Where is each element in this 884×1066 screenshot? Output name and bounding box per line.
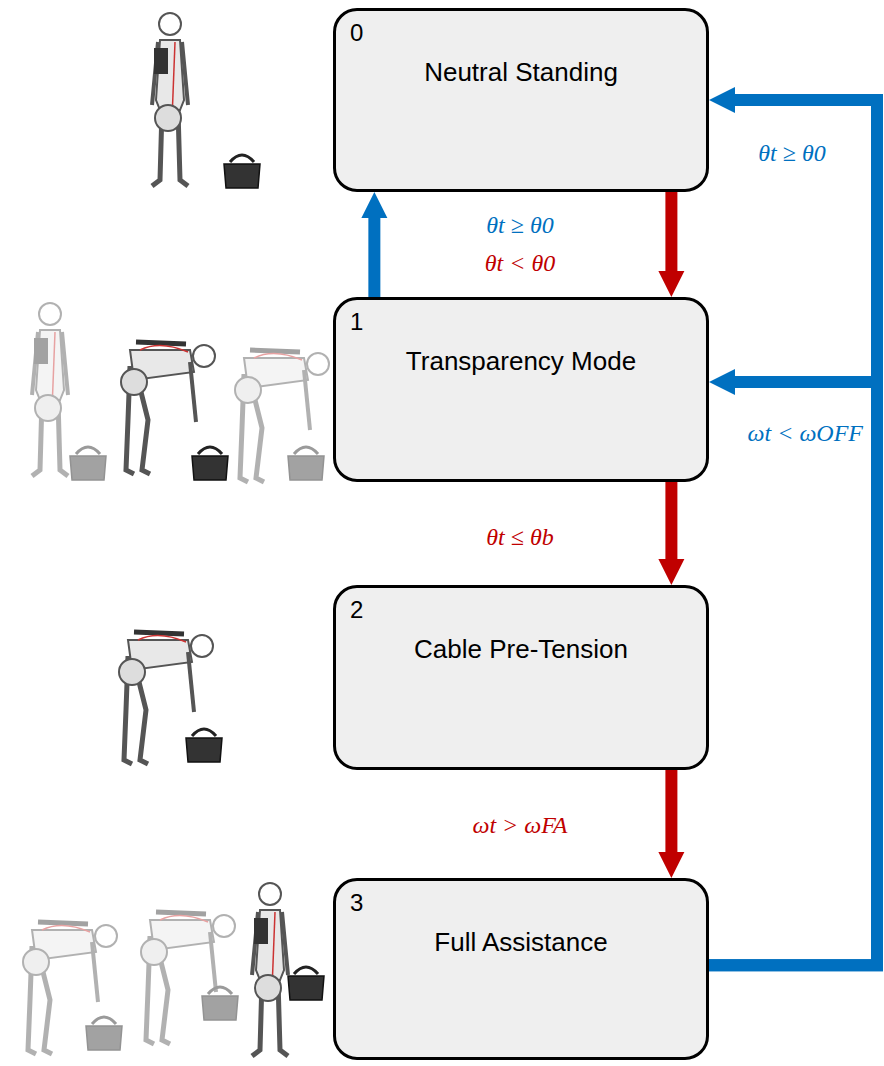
bending-figure	[121, 342, 228, 480]
bending-figure-faded	[235, 350, 329, 482]
state-number: 2	[350, 596, 363, 624]
state-name: Neutral Standing	[336, 57, 706, 88]
standing-figure-faded	[32, 303, 106, 480]
transition-condition: θt ≥ θ0	[755, 140, 828, 167]
state-number: 3	[350, 889, 363, 917]
transition-arrow	[665, 482, 677, 559]
transition-condition: θt ≥ θ0	[483, 212, 556, 239]
state-name: Cable Pre-Tension	[336, 634, 706, 665]
state-box: 0Neutral Standing	[333, 8, 709, 192]
state-number: 1	[350, 308, 363, 336]
state-name: Transparency Mode	[336, 346, 706, 377]
upright-figure	[252, 883, 324, 1056]
transition-arrow	[709, 382, 877, 965]
lifting-figure-faded	[23, 922, 122, 1054]
transition-condition: ωt < ωOFF	[745, 420, 866, 447]
transition-arrow	[709, 100, 877, 965]
grasping-figure	[119, 632, 222, 764]
lifting-figure-faded	[141, 912, 238, 1044]
transition-condition: ωt > ωFA	[470, 812, 571, 839]
transition-condition: θt < θ0	[482, 250, 558, 277]
state-number: 0	[350, 19, 363, 47]
transition-arrow	[665, 770, 677, 852]
state-name: Full Assistance	[336, 927, 706, 958]
standing-figure	[152, 13, 260, 188]
transition-condition: θt ≤ θb	[483, 524, 556, 551]
state-box: 2Cable Pre-Tension	[333, 585, 709, 770]
state-box: 3Full Assistance	[333, 878, 709, 1060]
state-box: 1Transparency Mode	[333, 297, 709, 482]
transition-arrow	[368, 218, 380, 297]
transition-arrow	[665, 192, 677, 271]
